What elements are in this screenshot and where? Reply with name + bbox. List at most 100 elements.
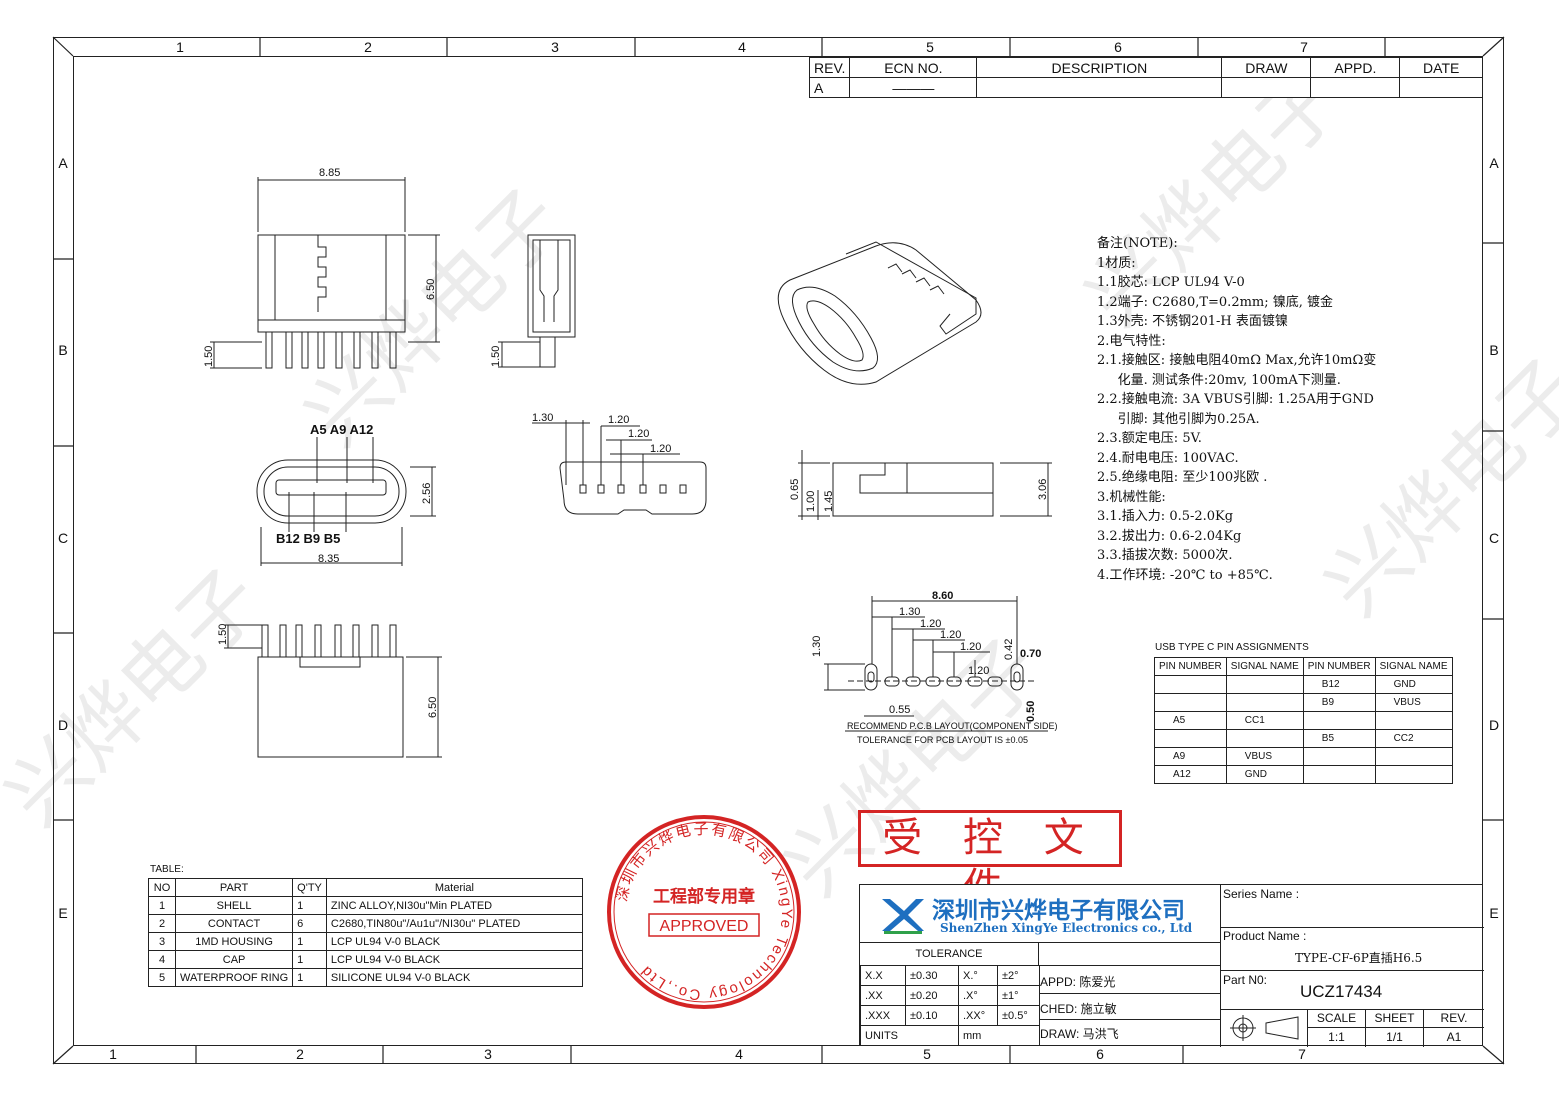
- product-label: Product Name :: [1223, 929, 1307, 943]
- zone-right-b: B: [1489, 342, 1499, 358]
- zone-left-b: B: [58, 342, 68, 358]
- units-label: UNITS: [860, 1025, 959, 1046]
- part-label: Part N0:: [1223, 973, 1268, 987]
- dim-profile-a: 0.65: [789, 479, 801, 500]
- rev-cell: A: [808, 77, 851, 98]
- pin-header: PIN NUMBER: [1154, 657, 1227, 676]
- table-row: .XX ±0.20 .X° ±1°: [860, 985, 1040, 1006]
- dim-pcb-r2: 0.70: [1020, 648, 1041, 660]
- tolerance-cell: ±0.5°: [997, 1005, 1040, 1026]
- tolerance-cell: ±1°: [997, 985, 1040, 1006]
- note-line: 3.3.插拔次数: 5000次.: [1097, 548, 1233, 563]
- zone-top-7: 7: [1300, 39, 1308, 55]
- zone-left-a: A: [58, 155, 68, 171]
- parts-cell: 5: [148, 968, 176, 987]
- sheet-box: SHEET 1/1: [1365, 1009, 1423, 1047]
- pin-cell: A5: [1154, 711, 1227, 730]
- units-value: mm: [958, 1025, 1040, 1046]
- sig-divider: [1039, 965, 1221, 1047]
- tolerance-cell: ±0.30: [905, 965, 959, 986]
- dim-front-height: 6.50: [425, 279, 437, 300]
- tolerance-label: TOLERANCE: [860, 943, 1039, 966]
- tolerance-cell: .XX°: [958, 1005, 998, 1026]
- pin-header: SIGNAL NAME: [1225, 657, 1304, 676]
- parts-cell: 4: [148, 950, 176, 969]
- table-row: 1 SHELL 1 ZINC ALLOY,NI30u"Min PLATED: [148, 896, 584, 915]
- zone-right-e: E: [1489, 905, 1499, 921]
- dim-mouth-height: 2.56: [421, 483, 433, 504]
- parts-cell: CAP: [174, 950, 294, 969]
- dim-front-pin: 1.50: [203, 346, 215, 367]
- dim-bottom-height: 6.50: [427, 697, 439, 718]
- tolerance-cell: ±2°: [997, 965, 1040, 986]
- dim-end-4: 1.20: [650, 443, 671, 455]
- pin-cell: CC2: [1374, 729, 1453, 748]
- company-logo-icon: [882, 899, 924, 934]
- tolerance-cell: ±0.10: [905, 1005, 959, 1026]
- sig-line: [1039, 993, 1221, 994]
- pin-cell: [1374, 765, 1453, 784]
- rev-label: REV.: [1424, 1009, 1484, 1028]
- parts-cell: LCP UL94 V-0 BLACK: [325, 950, 584, 969]
- note-line: 备注(NOTE):: [1097, 236, 1178, 251]
- tolerance-table: X.X ±0.30 X.° ±2° .XX ±0.20 .X° ±1° .XXX…: [860, 965, 1040, 1046]
- note-line: 1.3外壳: 不锈钢201-H 表面镀镍: [1097, 314, 1288, 329]
- parts-cell: 1MD HOUSING: [174, 932, 294, 951]
- note-line: 3.1.插入力: 0.5-2.0Kg: [1097, 509, 1234, 524]
- dim-pcb-p2: 1.20: [920, 618, 941, 630]
- dim-pcb-total: 8.60: [932, 590, 953, 602]
- ecn-cell: ———: [849, 77, 978, 98]
- note-line: 2.3.额定电压: 5V.: [1097, 431, 1202, 446]
- dim-pcb-p1: 1.30: [899, 606, 920, 618]
- appd-cell: [1310, 77, 1401, 98]
- company-area: 深圳市兴烨电子有限公司 ShenZhen XingYe Electronics …: [860, 885, 1221, 943]
- profile-view: [798, 450, 1052, 520]
- stamp-approved: APPROVED: [660, 918, 749, 935]
- pin-cell: CC1: [1225, 711, 1304, 730]
- parts-header: Material: [325, 878, 584, 897]
- note-line: 2.1.接触区: 接触电阻40mΩ Max,允许10mΩ变: [1097, 353, 1377, 368]
- zone-left-e: E: [58, 905, 68, 921]
- pin-cell: [1225, 693, 1304, 712]
- parts-table: NO PART Q'TY Material 1 SHELL 1 ZINC ALL…: [148, 878, 584, 987]
- label-mouth-top: A5 A9 A12: [310, 422, 373, 437]
- parts-table-label: TABLE:: [150, 864, 184, 875]
- parts-cell: 1: [148, 896, 176, 915]
- parts-cell: SHELL: [174, 896, 294, 915]
- zone-bottom-6: 6: [1096, 1046, 1104, 1062]
- table-row: UNITS mm: [860, 1025, 1040, 1046]
- parts-cell: 1: [292, 932, 327, 951]
- note-line: 4.工作环境: -20℃ to +85℃.: [1097, 567, 1273, 583]
- row-line: [1221, 970, 1484, 971]
- parts-header: Q'TY: [292, 878, 327, 897]
- pin-cell: [1302, 711, 1376, 730]
- dim-pcb-w: 0.55: [889, 704, 910, 716]
- parts-cell: SILICONE UL94 V-0 BLACK: [325, 968, 584, 987]
- part-value: UCZ17434: [1300, 982, 1383, 1001]
- dim-pcb-p5: 1.20: [968, 665, 989, 677]
- sheet-value: 1/1: [1386, 1030, 1403, 1044]
- dim-end-2: 1.20: [608, 414, 629, 426]
- mouth-view: [256, 437, 436, 566]
- pin-header: SIGNAL NAME: [1374, 657, 1453, 676]
- dim-pcb-p4: 1.20: [960, 641, 981, 653]
- row-line: [1221, 927, 1484, 928]
- pin-cell: [1154, 675, 1227, 694]
- parts-cell: 1: [292, 896, 327, 915]
- sheet-label: SHEET: [1366, 1009, 1423, 1028]
- pin-assignments-table: PIN NUMBER SIGNAL NAME PIN NUMBER SIGNAL…: [1154, 657, 1453, 784]
- table-row: 2 CONTACT 6 C2680,TIN80u"/Au1u"/NI30u" P…: [148, 914, 584, 933]
- parts-cell: ZINC ALLOY,NI30u"Min PLATED: [325, 896, 584, 915]
- stamp-middle: 工程部专用章: [653, 886, 755, 906]
- pin-cell: [1302, 747, 1376, 766]
- ched-field: CHED: 施立敏: [1040, 1002, 1117, 1016]
- dim-mouth-width: 8.35: [318, 553, 339, 565]
- pcb-caption: RECOMMEND P.C.B LAYOUT(COMPONENT SIDE): [847, 721, 1058, 731]
- table-row: 5 WATERPROOF RING 1 SILICONE UL94 V-0 BL…: [148, 968, 584, 987]
- controlled-document-stamp: 受 控 文 件: [858, 810, 1122, 911]
- zone-top-2: 2: [364, 39, 372, 55]
- pin-cell: [1302, 765, 1376, 784]
